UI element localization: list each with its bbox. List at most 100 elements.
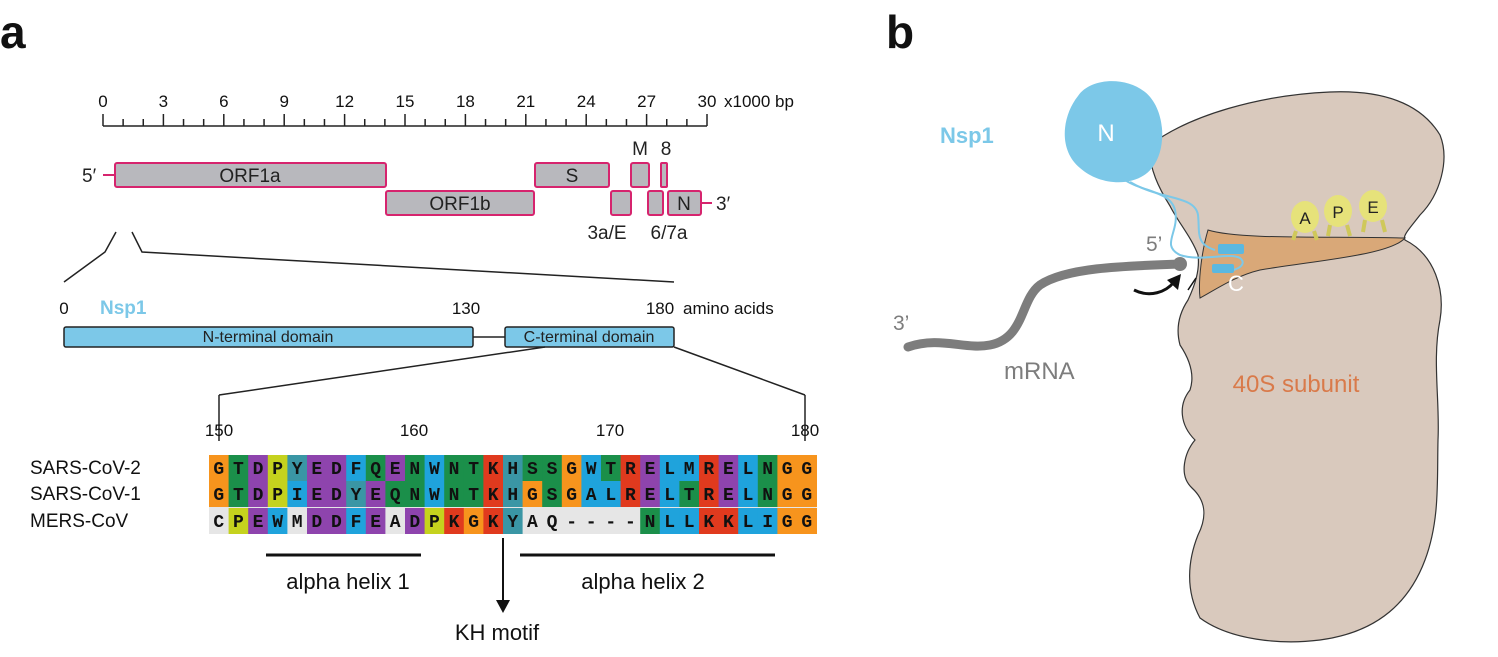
alignment-cell [248, 481, 269, 507]
gene-m-box [630, 162, 650, 188]
residue-letter: T [233, 486, 244, 506]
gene-8-box [660, 162, 668, 188]
mrna-5prime-cap [1173, 257, 1187, 271]
residue-letter: P [272, 486, 283, 506]
alignment-cell [679, 508, 700, 534]
alignment-cell [738, 508, 759, 534]
nsp1-linker-line-2 [1129, 181, 1216, 251]
residue-letter: L [605, 486, 616, 506]
mrna-3prime-label: 3’ [893, 312, 909, 335]
alignment-cell [463, 508, 484, 534]
alignment-cell [326, 508, 347, 534]
genome-5prime: 5′ [82, 166, 97, 187]
alignment-cell [267, 455, 288, 481]
residue-letter: D [409, 513, 420, 533]
alignment-cell [346, 508, 367, 534]
alignment-cell [248, 455, 269, 481]
alignment-cell [385, 455, 406, 481]
alignment-tick-label: 160 [400, 421, 428, 440]
residue-letter: Y [507, 513, 518, 533]
nsp1-n-domain-label: N-terminal domain [203, 329, 334, 346]
nsp1-mid-label: 130 [452, 299, 480, 318]
gene-8-label: 8 [661, 139, 672, 160]
genome-tick-label: 24 [577, 92, 596, 111]
genome-map: 5′ ORF1a ORF1b S 3a/E M 6/7a 8 N 3′ [82, 139, 731, 244]
alignment-cell [248, 508, 269, 534]
residue-letter: - [566, 513, 577, 533]
residue-letter: G [213, 486, 224, 506]
seq-name-mers-cov: MERS-CoV [30, 511, 129, 532]
alignment-cell [228, 508, 249, 534]
residue-letter: E [723, 486, 734, 506]
genome-tick-label: 21 [516, 92, 535, 111]
alignment-cell [483, 481, 504, 507]
residue-letter: T [605, 460, 616, 480]
panel-b-label: b [886, 6, 914, 58]
residue-letter: N [762, 486, 773, 506]
residue-letter: N [409, 486, 420, 506]
alignment-cell [209, 455, 229, 481]
alignment-cell [228, 455, 249, 481]
kh-motif-label: KH motif [455, 620, 540, 645]
residue-letter: P [429, 513, 440, 533]
genome-tick-label: 12 [335, 92, 354, 111]
alignment-cell [522, 508, 543, 534]
alignment-cell [365, 508, 386, 534]
alignment-cell [307, 481, 327, 507]
nsp1-linker-line [1121, 177, 1244, 273]
residue-letter: E [645, 486, 656, 506]
alignment-cell [561, 455, 582, 481]
channel-entry-mark [1187, 277, 1197, 291]
alignment-cell [209, 481, 229, 507]
alignment-cell [424, 481, 445, 507]
alignment-cell [777, 481, 798, 507]
residue-letter: G [782, 486, 793, 506]
residue-letter: Q [370, 460, 381, 480]
alignment-cell [503, 508, 523, 534]
genome-tick-label: 30 [698, 92, 717, 111]
genome-3prime: 3′ [716, 194, 731, 215]
alignment-cell [405, 481, 425, 507]
residue-letter: L [664, 486, 675, 506]
residue-letter: K [488, 460, 499, 480]
ribosome-diagram: A P E N Nsp1 C 5’ 3’ mRNA 40S subunit [893, 81, 1445, 643]
a-site-icon [1291, 201, 1319, 233]
alignment-cell [542, 508, 563, 534]
nsp1-c-helix-2 [1212, 264, 1234, 273]
residue-letter: Y [292, 460, 303, 480]
alignment-cell [601, 481, 621, 507]
alignment-cell [620, 508, 641, 534]
alignment-cell [797, 481, 817, 507]
nsp1-name-label: Nsp1 [100, 298, 147, 319]
residue-letter: G [566, 460, 577, 480]
alignment-cell [444, 481, 465, 507]
gene-67a-label: 6/7a [651, 223, 688, 244]
residue-letter: G [527, 486, 538, 506]
gene-3ae-box [610, 190, 632, 216]
nsp1-domain-map: 0 Nsp1 130 180 amino acids N-terminal do… [59, 298, 774, 348]
zoom-line-alignment-right [673, 346, 806, 396]
mrna-label: mRNA [1004, 358, 1075, 385]
genome-tick-label: 18 [456, 92, 475, 111]
residue-letter: M [292, 513, 303, 533]
panel-a-label: a [0, 6, 26, 58]
alignment-cell [718, 508, 739, 534]
residue-letter: S [527, 460, 538, 480]
gene-s-label: S [566, 166, 579, 187]
alignment-cell [522, 481, 543, 507]
residue-letter: M [684, 460, 695, 480]
alignment-cell [777, 455, 798, 481]
alignment-cell [640, 481, 661, 507]
alignment-cell [718, 455, 739, 481]
residue-letter: D [331, 513, 342, 533]
alignment-cell [326, 455, 347, 481]
residue-letter: S [547, 486, 558, 506]
residue-letter: P [272, 460, 283, 480]
alignment-cell [601, 508, 621, 534]
alignment-cell [718, 481, 739, 507]
residue-letter: S [547, 460, 558, 480]
alignment-cell [601, 455, 621, 481]
residue-letter: Q [547, 513, 558, 533]
residue-letter: G [801, 513, 812, 533]
alignment-cell [797, 508, 817, 534]
